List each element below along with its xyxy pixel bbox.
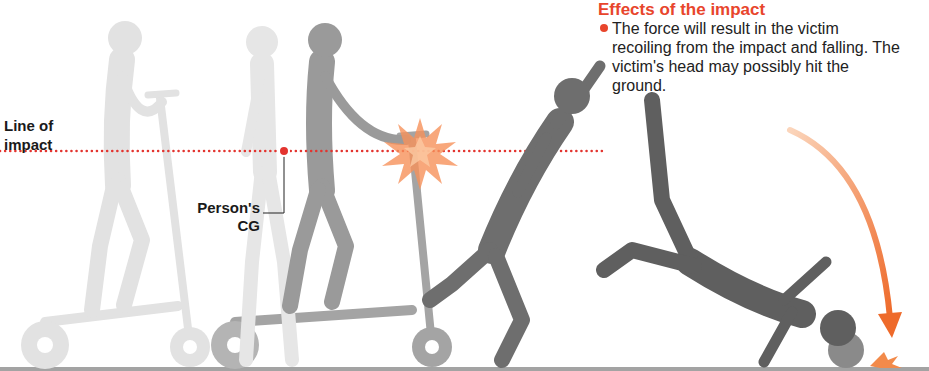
wheel-hub (37, 337, 53, 353)
cg-dot (279, 146, 289, 156)
victim-leg (604, 250, 694, 270)
leader-line (263, 151, 284, 213)
rider-head (308, 23, 342, 57)
head-impact-burst (870, 352, 902, 368)
rider-silhouette (290, 62, 406, 306)
victim-arm (784, 262, 826, 300)
victim-arm (518, 138, 546, 192)
scooter-wheel (21, 321, 69, 369)
callout-label: Person's CG (188, 199, 260, 235)
rider-arm (122, 76, 162, 112)
arrow-head (878, 312, 902, 338)
victim-torso (690, 262, 802, 314)
victim-torso (492, 122, 560, 250)
scooter-wheel (412, 327, 452, 367)
victim-silhouette (604, 100, 826, 362)
victim-arm (764, 312, 792, 362)
pedestrian-arm (246, 78, 260, 152)
bullet-dot (600, 24, 608, 32)
impact-burst (382, 118, 458, 190)
victim-silhouette (430, 66, 600, 360)
ground-line (0, 367, 929, 371)
wheel-hub (425, 340, 439, 354)
pedestrian-leg (268, 170, 292, 360)
scooter-deck (45, 306, 178, 322)
victim-leg (652, 100, 690, 260)
scooter-wheel (170, 327, 210, 367)
rider-leg (290, 190, 318, 306)
rider-torso (319, 62, 322, 190)
heading: Effects of the impact (598, 0, 765, 19)
scooter-deck (235, 310, 412, 322)
axis-label: Line of impact (4, 116, 76, 154)
victim-leg (496, 256, 522, 360)
rider-head (108, 21, 142, 55)
motion-arc (790, 130, 890, 318)
scooter-stem (160, 98, 190, 345)
rider-leg (322, 186, 346, 302)
rider-leg (118, 180, 142, 305)
victim-leg (430, 250, 490, 300)
impact-line (0, 150, 602, 153)
pedestrian-head (246, 26, 278, 58)
pedestrian-leg (246, 170, 262, 360)
impact-burst (404, 136, 436, 167)
victim-head (554, 78, 590, 114)
note-text: The force will result in the victim reco… (612, 19, 902, 95)
rider-leg (92, 186, 114, 310)
wheel-hub (183, 340, 197, 354)
scooter-handlebar (148, 93, 176, 95)
victim-head (820, 310, 856, 346)
rider-silhouette (45, 60, 190, 345)
rider-arm (325, 76, 406, 140)
